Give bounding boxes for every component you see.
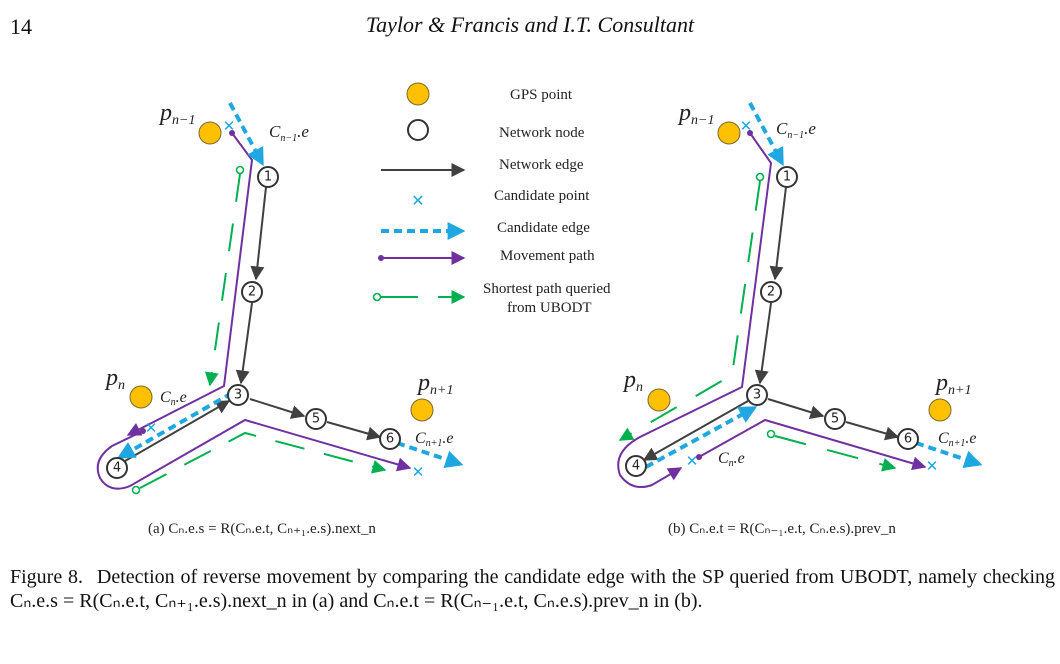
movement-path-b [617,130,927,488]
network-edges-a [124,186,382,462]
candidate-edges-a [116,102,464,468]
legend-item-gps-point: GPS point [406,82,573,106]
legend-item-network-node: Network node [407,119,585,141]
network-node-icon [407,119,429,141]
network-node-5: 5 [824,408,846,430]
network-nodes-b: 1 2 3 4 5 6 [625,166,919,477]
network-node-3: 3 [746,384,768,406]
candidate-point-icon: ✕ [145,419,158,437]
candidate-point-icon: ✕ [740,117,753,135]
svg-text:6: 6 [904,432,912,447]
gps-point-icon [717,121,741,145]
legend-label: Candidate point [494,188,590,204]
candidate-points-a: ✕ ✕ ✕ [145,117,425,481]
figure-caption: Figure 8. Detection of reverse movement … [10,565,1055,613]
network-node-6: 6 [379,428,401,450]
candidate-edge-label-next: Cn+1.e [938,430,977,449]
gps-label-prev: pn−1 [158,100,195,128]
legend-item-shortest-path: Shortest path queried from UBODT [372,281,611,316]
candidate-edge-label-cur: Cn.e [160,389,187,408]
gps-label-next: pn+1 [934,370,971,398]
gps-point-icon [928,398,952,422]
network-nodes-a: 1 2 3 4 5 6 [106,166,401,479]
legend-item-candidate-point: ✕ Candidate point [411,188,590,210]
gps-point-icon [198,121,222,145]
candidate-point-icon: ✕ [686,452,699,470]
network-node-3: 3 [227,384,249,406]
network-node-1: 1 [257,166,279,188]
network-node-2: 2 [760,281,782,303]
panel-b: ✕ ✕ ✕ 1 2 3 4 5 6 pn−1 Cn−1.e pn Cn.e pn… [617,100,983,537]
gps-label-next: pn+1 [416,370,453,398]
candidate-edge-label-prev: Cn−1.e [269,122,309,144]
legend-label: GPS point [510,87,573,103]
legend-label: from UBODT [507,300,592,316]
svg-text:5: 5 [312,412,320,427]
svg-text:2: 2 [767,285,775,300]
gps-point-icon [129,385,153,409]
gps-points-b [647,121,952,422]
movement-path-a [96,130,412,490]
panel-a-caption: (a) Cₙ.e.s = R(Cₙ.e.t, Cₙ₊₁.e.s).next_n [148,521,376,537]
figure-caption-text: Detection of reverse movement by compari… [10,566,1056,612]
candidate-points-b: ✕ ✕ ✕ [686,117,939,475]
svg-text:3: 3 [753,388,761,403]
figure-label: Figure 8. [10,566,84,588]
svg-text:5: 5 [831,412,839,427]
legend-label: Network edge [499,157,584,173]
svg-text:1: 1 [783,170,791,185]
gps-label-cur: pn [104,365,125,393]
svg-text:4: 4 [632,459,640,474]
labels-b: pn−1 Cn−1.e pn Cn.e pn+1 Cn+1.e [622,100,977,469]
candidate-point-icon: ✕ [926,457,939,475]
gps-point-icon [410,398,434,422]
legend-label: Shortest path queried [483,281,611,297]
gps-points-a [129,121,434,422]
legend-label: Network node [499,125,585,141]
panel-b-caption: (b) Cₙ.e.t = R(Cₙ₋₁.e.t, Cₙ.e.s).prev_n [668,521,896,537]
legend-item-candidate-edge: Candidate edge [381,220,590,240]
shortest-path-a [131,165,387,495]
legend: GPS point Network node Network edge ✕ Ca… [372,82,611,316]
network-node-4: 4 [625,455,647,477]
candidate-point-icon: ✕ [412,463,425,481]
gps-point-icon [647,388,671,412]
legend-label: Candidate edge [497,220,590,236]
network-node-2: 2 [241,281,263,303]
gps-label-prev: pn−1 [677,100,714,128]
legend-item-movement-path: Movement path [378,248,595,265]
candidate-edge-label-next: Cn+1.e [415,430,454,449]
svg-text:1: 1 [264,170,272,185]
running-head: Taylor & Francis and I.T. Consultant [365,12,695,37]
candidate-point-icon: ✕ [411,191,424,210]
labels-a: pn−1 Cn−1.e pn Cn.e pn+1 Cn+1.e [104,100,454,449]
figure-8: GPS point Network node Network edge ✕ Ca… [96,82,983,537]
network-node-5: 5 [305,408,327,430]
candidate-edge-label-cur: Cn.e [718,450,745,469]
svg-text:3: 3 [234,388,242,403]
shortest-path-b [618,172,897,472]
page-number: 14 [10,14,32,39]
svg-text:6: 6 [386,432,394,447]
candidate-edges-b [645,102,983,469]
candidate-edge-label-prev: Cn−1.e [776,119,816,141]
gps-point-icon [406,82,430,106]
svg-text:4: 4 [113,461,121,476]
network-node-1: 1 [776,166,798,188]
svg-text:2: 2 [248,285,256,300]
legend-label: Movement path [500,248,595,264]
legend-item-network-edge: Network edge [381,157,584,177]
network-node-4: 4 [106,457,128,479]
gps-label-cur: pn [622,367,643,395]
network-node-6: 6 [897,428,919,450]
candidate-point-icon: ✕ [223,117,236,135]
panel-a: ✕ ✕ ✕ 1 2 3 4 5 6 pn−1 Cn−1.e pn Cn.e pn… [96,100,464,537]
network-edges-b [642,186,900,461]
